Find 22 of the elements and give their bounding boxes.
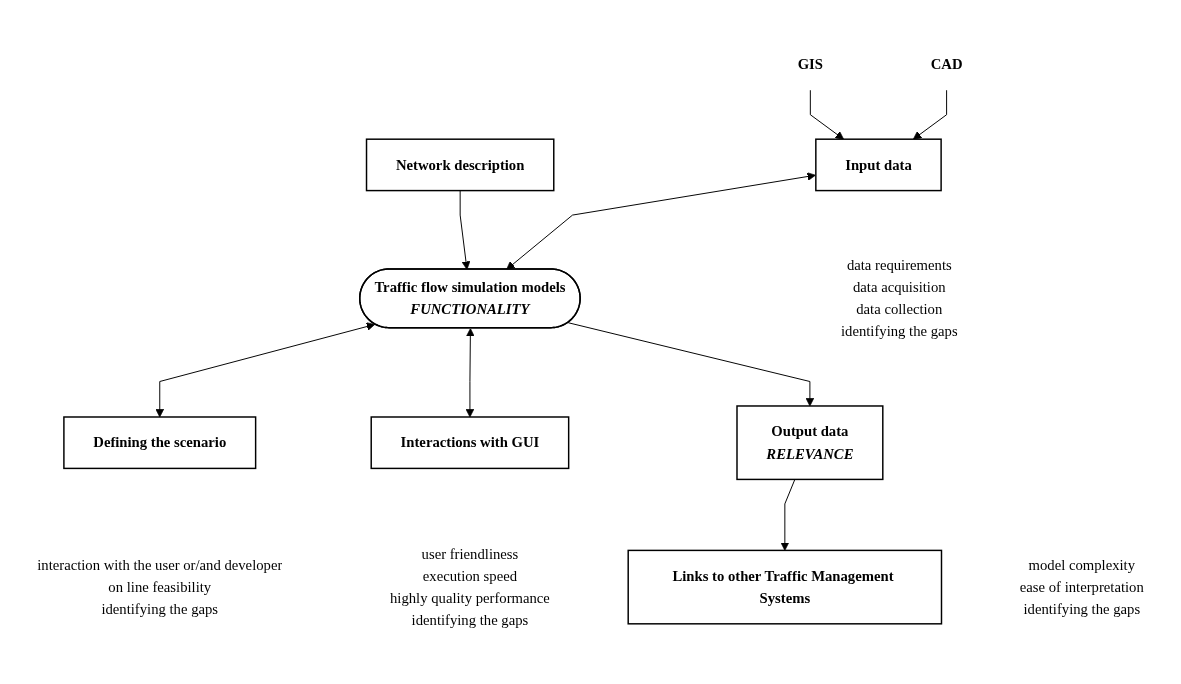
node-box (365, 138, 555, 191)
node-box (370, 415, 570, 469)
node-box (736, 404, 884, 480)
node-label: data acquisition (853, 278, 946, 295)
node-label: model complexity (1028, 556, 1136, 573)
node-text: CAD (930, 56, 963, 72)
node-label: identifying the gaps (411, 611, 529, 628)
node-label: identifying the gaps (101, 600, 219, 617)
node-box (627, 549, 943, 625)
node-box (815, 138, 942, 191)
node-label: data collection (856, 300, 943, 317)
node-label: identifying the gaps (1023, 600, 1141, 617)
node-label: data requirements (846, 256, 952, 273)
node-label: interaction with the user or/and developer (37, 556, 283, 573)
node-label: ease of interpretation (1019, 578, 1144, 595)
node-text: GIS (797, 56, 823, 72)
node-label: user friendliness (421, 545, 519, 562)
node-label: identifying the gaps (840, 322, 958, 339)
node-label: on line feasibility (108, 578, 212, 595)
node-label: highly quality performance (390, 589, 550, 606)
node-box (63, 415, 257, 469)
node-label: execution speed (422, 567, 518, 584)
